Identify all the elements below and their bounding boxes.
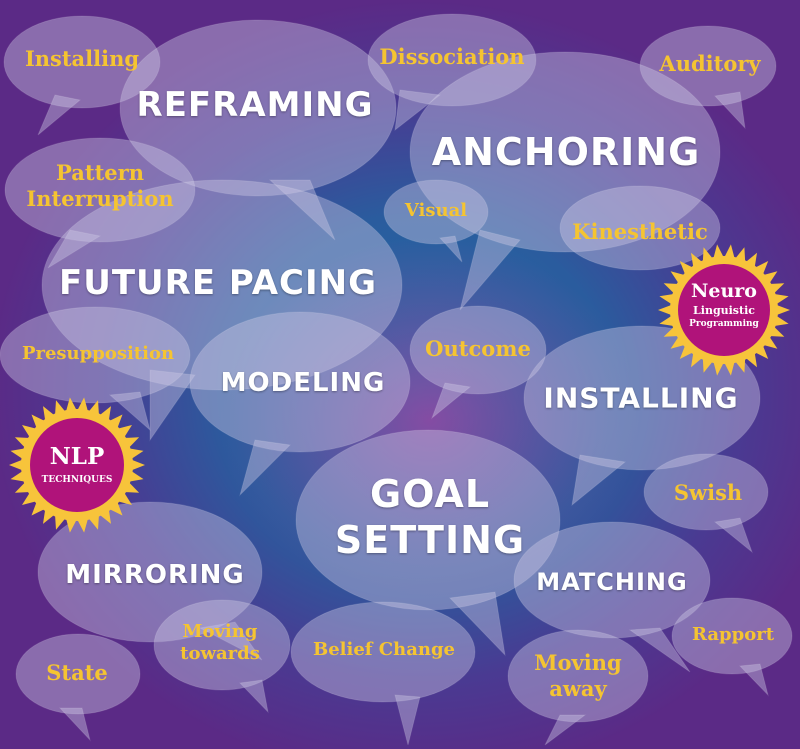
bubble-moving-towards bbox=[153, 599, 291, 714]
term-kinesthetic: Kinesthetic bbox=[572, 219, 708, 244]
bubble-kinesthetic bbox=[559, 185, 721, 271]
bubble-rapport bbox=[671, 597, 793, 697]
term-goal-setting: GOAL SETTING bbox=[334, 472, 526, 562]
term-state: State bbox=[46, 660, 108, 685]
bubble-presupposition bbox=[0, 306, 191, 432]
bubble-visual bbox=[383, 179, 489, 263]
term-dissociation: Dissociation bbox=[379, 44, 525, 69]
term-swish: Swish bbox=[673, 480, 743, 505]
term-outcome: Outcome bbox=[425, 336, 531, 361]
bubble-mirroring bbox=[37, 501, 263, 661]
term-future-pacing: FUTURE PACING bbox=[59, 263, 377, 303]
seal-neuro-linguistic bbox=[658, 244, 790, 376]
seal-nlp-line2: TECHNIQUES bbox=[41, 475, 113, 485]
seal-neuro-line3: Programming bbox=[689, 319, 759, 329]
seal-nlp-techniques bbox=[9, 397, 145, 533]
term-auditory: Auditory bbox=[659, 51, 761, 76]
term-moving-towards: Moving towards bbox=[180, 621, 260, 664]
term-matching: MATCHING bbox=[536, 568, 688, 596]
term-rapport: Rapport bbox=[691, 624, 775, 645]
term-installing-small: Installing bbox=[24, 46, 140, 71]
seal-neuro-line2: Linguistic bbox=[693, 304, 755, 317]
term-belief-change: Belief Change bbox=[312, 639, 456, 660]
bubble-future-pacing bbox=[41, 179, 403, 442]
bubble-pattern-interruption bbox=[4, 137, 196, 269]
term-moving-away: Moving away bbox=[534, 650, 622, 701]
term-anchoring: ANCHORING bbox=[431, 130, 701, 174]
bubble-modeling bbox=[189, 311, 411, 497]
bubble-anchoring bbox=[409, 51, 721, 311]
bubble-outcome bbox=[409, 305, 547, 420]
term-modeling: MODELING bbox=[220, 368, 386, 398]
bubble-matching bbox=[513, 521, 711, 673]
term-mirroring: MIRRORING bbox=[65, 560, 245, 590]
bubble-dissociation bbox=[367, 13, 537, 132]
term-presupposition: Presupposition bbox=[21, 343, 175, 364]
bubble-auditory bbox=[639, 25, 777, 130]
bubble-installing-large bbox=[523, 325, 761, 507]
bubble-belief-change bbox=[290, 601, 476, 746]
bubble-moving-away bbox=[507, 629, 649, 746]
term-visual: Visual bbox=[404, 200, 468, 221]
term-pattern-interruption: Pattern Interruption bbox=[26, 160, 174, 211]
bubble-goal-setting bbox=[295, 429, 561, 657]
bubble-reframing bbox=[119, 19, 397, 241]
seal-neuro-line1: Neuro bbox=[691, 280, 757, 302]
bubble-swish bbox=[643, 453, 769, 554]
term-installing-large: INSTALLING bbox=[543, 381, 739, 415]
seal-nlp-line1: NLP bbox=[49, 443, 105, 470]
bubble-installing-small bbox=[3, 15, 161, 136]
bubble-state bbox=[15, 633, 141, 742]
term-reframing: REFRAMING bbox=[136, 85, 374, 125]
